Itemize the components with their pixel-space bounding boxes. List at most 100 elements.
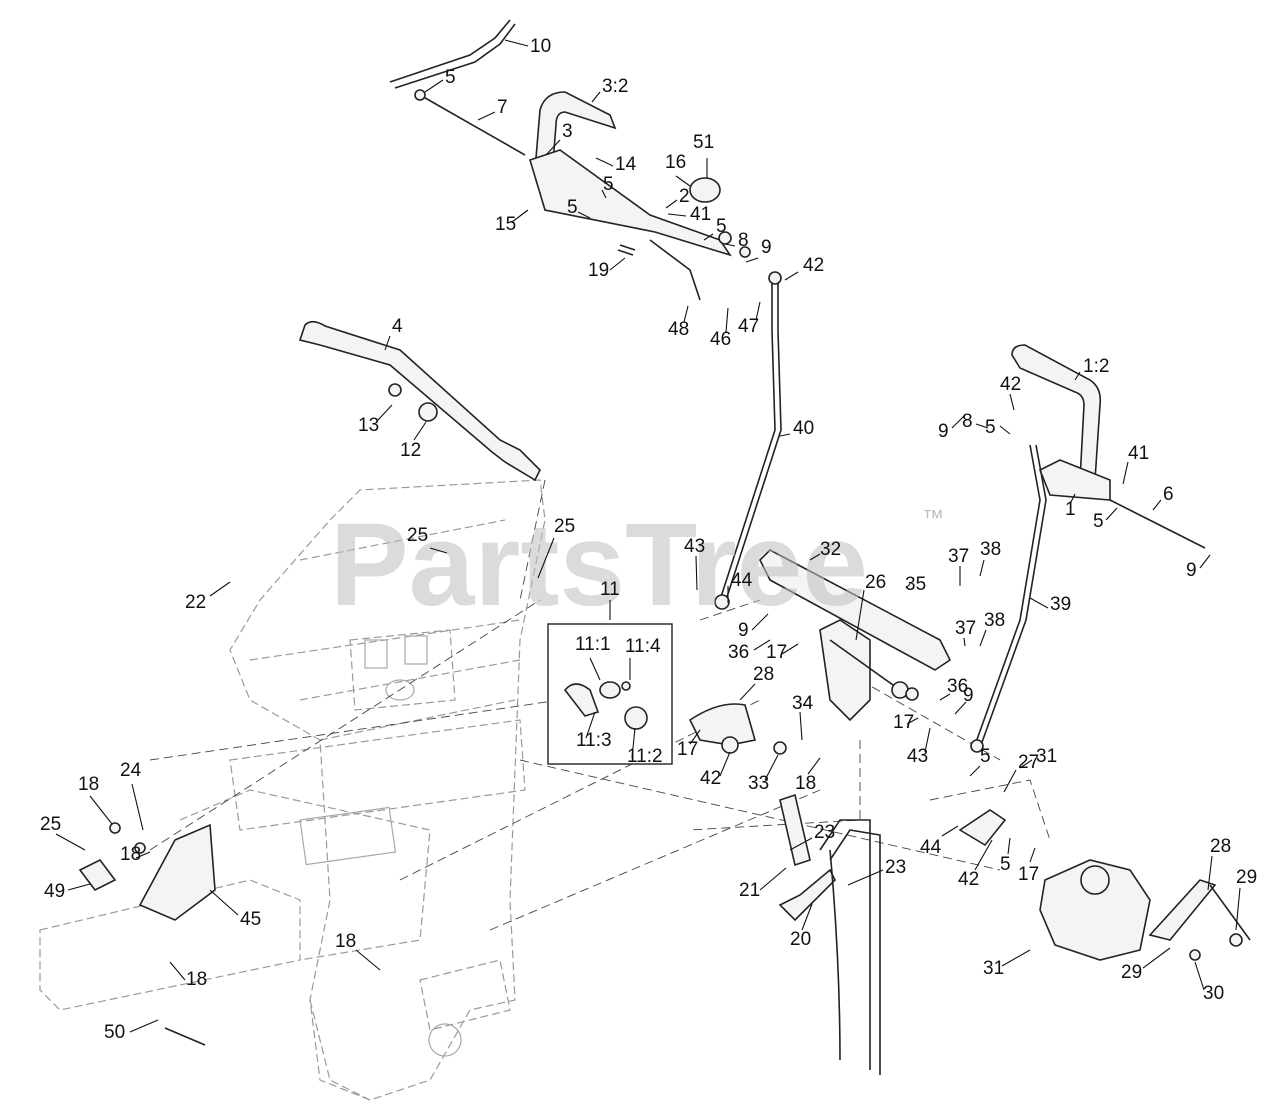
control-rod-left [714,271,782,610]
callout-label: 25 [40,814,61,835]
callout-leader [847,869,884,886]
callout-leader [504,39,529,47]
callout-label: 42 [958,869,979,890]
callout-label: 11:1 [575,634,611,655]
callout-label: 32 [820,539,841,560]
callout-label: 19 [588,260,609,281]
callout-leader [209,581,231,597]
callout-label: 42 [700,768,721,789]
callout-leader [1152,499,1162,511]
callout-leader [1069,493,1076,505]
callout-leader [779,433,791,437]
callout-label: 42 [803,255,824,276]
callout-leader [1029,847,1036,863]
callout-leader [129,1019,159,1033]
callout-label: 45 [240,909,261,930]
callout-leader [595,157,614,167]
callout-leader [55,833,86,851]
callout-leader [537,537,555,579]
callout-label: 18 [78,774,99,795]
callout-label: 27 [1018,752,1039,773]
callout-leader [1029,597,1049,609]
callout-label: 40 [793,418,814,439]
callout-label: 11 [600,579,620,600]
callout-label: 3 [562,121,573,142]
callout-label: 41 [1128,443,1149,464]
upper-handle-assembly [529,91,751,301]
callout-label: 41 [690,204,711,225]
callout-label: 18 [186,969,207,990]
callout-leader [89,795,113,825]
callout-label: 35 [905,574,926,595]
callout-label: 1 [1065,499,1076,520]
callout-label: 37 [955,618,976,639]
callout-leader [667,213,687,217]
transaxle-assembly [958,809,1251,961]
callout-label: 18 [120,844,141,865]
callout-label: 5 [603,174,614,195]
callout-label: 42 [1000,374,1021,395]
callout-leader [1207,855,1213,891]
callout-leader [703,233,714,241]
callout-leader [135,851,151,859]
callout-label: 47 [738,316,759,337]
callout-label: 9 [761,237,772,258]
callout-label: 38 [984,610,1005,631]
callout-label: 23 [885,857,906,878]
callout-leader [585,711,596,739]
callout-label: 51 [693,132,714,153]
callout-leader [429,547,448,554]
callout-leader [739,683,756,701]
callout-label: 9 [963,685,974,706]
callout-leader [941,825,959,837]
callout-leader [589,657,601,681]
callout-leader [675,175,691,187]
callout-label: 17 [766,642,787,663]
callout-leader [924,727,931,753]
callout-label: 7 [497,97,508,118]
callout-leader [209,889,239,916]
callout-leader [719,751,731,777]
callout-leader [695,555,698,591]
callout-label: 5 [445,67,456,88]
callout-label: 16 [665,152,686,173]
callout-label: 37 [948,546,969,567]
callout-leader [799,711,803,741]
callout-leader [1001,949,1031,967]
callout-leader [477,111,496,121]
callout-label: 11:3 [576,730,612,751]
callout-leader [424,79,444,93]
callout-label: 22 [185,592,206,613]
callout-leader [511,209,529,223]
callout-label: 6 [1163,484,1174,505]
callout-label: 8 [962,411,973,432]
callout-label: 12 [400,440,421,461]
callout-leader [665,199,678,209]
callout-label: 5 [985,417,996,438]
callout-label: 50 [104,1022,125,1043]
svg-text:™: ™ [922,505,944,530]
callout-leader [764,754,779,781]
callout-leader [1194,961,1205,991]
callout-leader [753,639,771,651]
callout-label: 9 [938,421,949,442]
callout-label: 33 [748,773,769,794]
callout-leader [951,413,967,429]
callout-leader [609,257,626,271]
callout-leader [131,783,144,831]
callout-leader [807,757,821,775]
lower-handle-assembly [298,320,541,482]
callout-label: 25 [554,516,575,537]
callout-label: 25 [407,525,428,546]
callout-leader [755,301,761,321]
callout-label: 43 [907,746,928,767]
callout-label: 10 [530,36,551,57]
callout-label: 23 [814,822,835,843]
callout-label: 34 [792,693,814,714]
callout-label: 11:4 [625,636,661,657]
callout-label: 38 [980,539,1001,560]
callout-label: 18 [335,931,356,952]
cross-bracket-assembly [759,549,952,722]
callout-leader [601,189,607,199]
